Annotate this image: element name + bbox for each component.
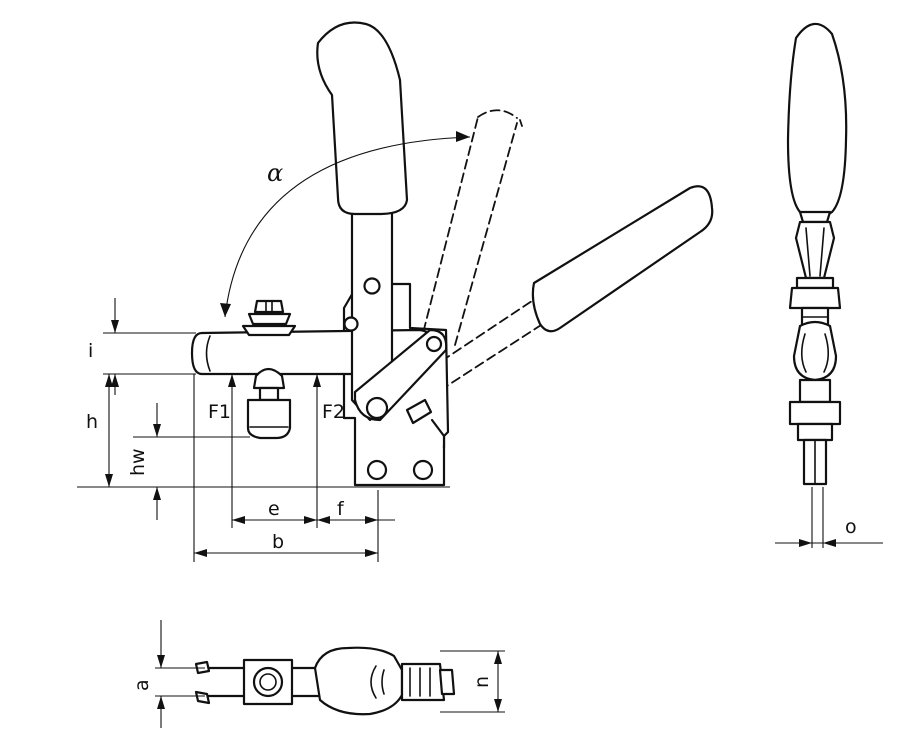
mounting-hole-left: [366, 459, 388, 481]
main-pivot-pin: [365, 396, 389, 420]
dimension-i: i: [88, 298, 196, 395]
dimension-n: n: [440, 650, 505, 713]
dimension-f-label: f: [337, 498, 345, 520]
dimension-e-f: e f: [232, 490, 395, 562]
dimension-alpha-label: α: [267, 159, 283, 187]
link-pivot-pin: [425, 335, 443, 353]
front-view: o: [775, 22, 883, 548]
dimension-b: b: [193, 374, 378, 562]
tilted-handle-grip: [531, 185, 714, 333]
dimension-b-label: b: [272, 531, 284, 553]
mounting-hole-right: [412, 459, 434, 481]
force-F1: F1: [208, 374, 236, 528]
force-F2: F2: [313, 374, 345, 528]
dimension-i-label: i: [88, 340, 93, 362]
dimension-hw: hw: [127, 403, 250, 520]
dimension-hw-label: hw: [127, 448, 149, 476]
spindle-pressure-pad: [246, 367, 292, 440]
dimension-e-label: e: [268, 498, 280, 520]
side-view: α i h hw: [77, 21, 714, 562]
upper-handle-grip: [316, 21, 409, 216]
dimension-a: a: [131, 620, 205, 728]
dimension-alpha: α: [220, 131, 471, 318]
arm-pivot-pin: [343, 316, 359, 332]
dimension-o-label: o: [845, 516, 857, 538]
dimension-n-label: n: [471, 676, 493, 688]
spindle-top-nut: [241, 299, 297, 337]
top-view: a n: [131, 620, 505, 728]
front-view-handle-grip: [786, 22, 848, 220]
force-F1-label: F1: [208, 401, 231, 423]
force-F2-label: F2: [322, 401, 345, 423]
dimension-o: o: [775, 516, 883, 547]
link-tab: [405, 398, 433, 425]
pivot-pins: [343, 277, 443, 481]
dimension-h-label: h: [86, 411, 98, 433]
dimension-a-label: a: [131, 679, 153, 691]
upper-pivot-pin: [363, 277, 381, 295]
top-view-handle: [313, 646, 404, 716]
dimension-h: h: [86, 374, 113, 487]
